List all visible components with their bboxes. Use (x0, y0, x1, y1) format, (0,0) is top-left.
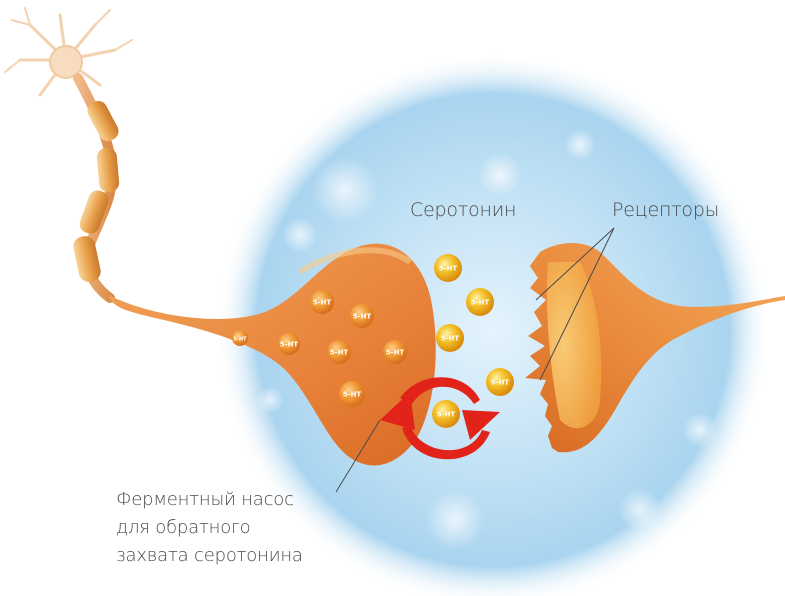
molecule: 5-HT (278, 333, 300, 355)
axon (71, 78, 121, 298)
reuptake-pump-label: Ферментный насос для обратного захвата с… (116, 486, 346, 570)
molecule: 5-HT (436, 324, 464, 352)
serotonin-label: Серотонин (410, 199, 516, 221)
pump-label-line-2: для обратного (116, 514, 346, 542)
svg-text:5-HT: 5-HT (280, 341, 299, 349)
molecule: 5-HT (327, 340, 351, 364)
molecule: 5-HT (466, 288, 494, 316)
molecule: 5-HT (383, 340, 407, 364)
molecule: 5-HT (310, 290, 334, 314)
molecule: 5-HT (232, 330, 248, 346)
pump-label-line-1: Ферментный насос (116, 486, 346, 514)
molecule: 5-HT (432, 400, 460, 428)
molecule: 5-HT (339, 381, 365, 407)
svg-text:5-HT: 5-HT (330, 349, 349, 357)
molecule: 5-HT (434, 254, 462, 282)
svg-text:5-HT: 5-HT (313, 299, 332, 307)
svg-text:5-HT: 5-HT (353, 313, 372, 321)
svg-text:5-HT: 5-HT (441, 335, 460, 343)
svg-text:5-HT: 5-HT (233, 337, 247, 343)
svg-text:5-HT: 5-HT (491, 379, 510, 387)
svg-text:5-HT: 5-HT (386, 349, 405, 357)
receptors-label: Рецепторы (612, 199, 719, 221)
pump-label-line-3: захвата серотонина (116, 542, 346, 570)
molecule: 5-HT (350, 304, 374, 328)
svg-text:5-HT: 5-HT (343, 391, 362, 399)
svg-text:5-HT: 5-HT (437, 411, 456, 419)
molecule: 5-HT (486, 368, 514, 396)
svg-text:5-HT: 5-HT (439, 265, 458, 273)
svg-text:5-HT: 5-HT (471, 299, 490, 307)
neuron-soma (5, 8, 132, 95)
